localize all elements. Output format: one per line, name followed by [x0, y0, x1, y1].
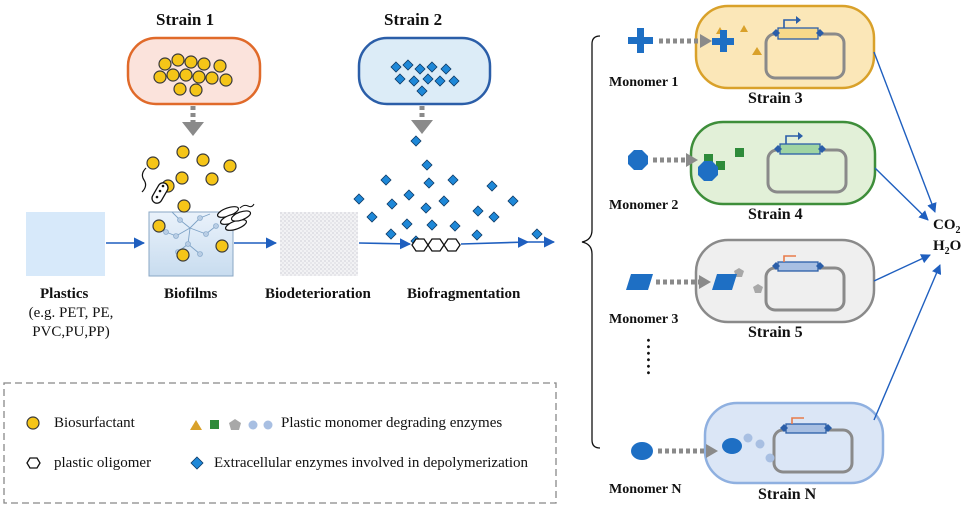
strain2-label: Strain 2 — [384, 10, 443, 29]
continuation-dots: ...... — [643, 338, 663, 377]
product-arrows — [873, 51, 942, 421]
monomer1-internal-icon — [712, 30, 734, 52]
biodeterioration-label: Biodeterioration — [265, 286, 371, 302]
monomern-uptake-arrow — [658, 444, 718, 458]
monomer3-uptake-arrow — [656, 275, 711, 289]
legend-monomer-enzyme-icons — [190, 419, 273, 430]
strain5-label: Strain 5 — [748, 324, 803, 341]
h2o-subscript: 2 — [944, 246, 950, 257]
strainn-label: Strain N — [758, 486, 817, 503]
monomer2-label: Monomer 2 — [609, 198, 679, 213]
co2-label: CO2 — [933, 217, 961, 236]
h2o-o: O — [949, 238, 962, 254]
biodeterioration-block — [280, 212, 358, 276]
strain3-cell — [694, 4, 876, 90]
plastics-examples-line1: (e.g. PET, PE, — [28, 305, 114, 321]
oligomer-hexagons — [411, 238, 461, 252]
legend-biosurfactant-label: Biosurfactant — [54, 415, 135, 431]
monomern-internal-icon — [722, 438, 742, 454]
monomer3-internal-icon — [712, 274, 737, 290]
legend-oligomer-label: plastic oligomer — [54, 455, 152, 471]
monomer2-icon — [628, 150, 648, 170]
h2o-label: H2O — [933, 238, 961, 257]
biofilm-block — [148, 199, 234, 277]
legend-oligomer-icon — [26, 457, 41, 469]
strain1-secretion-arrow — [182, 106, 204, 136]
strain2-secretion-arrow — [411, 106, 433, 134]
co2-subscript: 2 — [955, 225, 961, 236]
legend-extracellular-icon — [190, 456, 204, 470]
scattered-enzymes — [353, 135, 543, 247]
bacteria-icon — [141, 167, 255, 231]
biofilms-label: Biofilms — [164, 286, 218, 302]
monomer3-icon — [626, 274, 653, 290]
monomer2-uptake-arrow — [653, 153, 698, 167]
monomer1-label: Monomer 1 — [609, 75, 679, 90]
strainn-cell — [703, 401, 885, 485]
monomer1-icon — [628, 28, 653, 53]
brace — [581, 35, 601, 449]
h2o-h: H — [933, 238, 945, 254]
strain1-label: Strain 1 — [156, 10, 215, 29]
legend-monomer-enzymes-label: Plastic monomer degrading enzymes — [281, 415, 503, 431]
strain4-cell — [689, 120, 877, 206]
plastics-label: Plastics — [40, 286, 89, 302]
monomern-label: Monomer N — [609, 482, 682, 497]
monomer2-internal-icon — [698, 161, 718, 181]
monomer3-label: Monomer 3 — [609, 312, 679, 327]
co2-text: CO — [933, 217, 956, 233]
monomern-icon — [631, 442, 653, 460]
legend-biosurfactant-icon — [26, 416, 40, 430]
strain3-label: Strain 3 — [748, 90, 803, 107]
biofragmentation-label: Biofragmentation — [407, 286, 521, 302]
monomer1-uptake-arrow — [659, 34, 712, 48]
plastics-examples-line2: PVC,PU,PP) — [32, 324, 110, 340]
legend-extracellular-label: Extracellular enzymes involved in depoly… — [214, 455, 529, 471]
strain1-cell — [126, 36, 262, 106]
legend-box — [3, 382, 557, 504]
strain2-cell — [357, 36, 492, 106]
strain4-label: Strain 4 — [748, 206, 803, 223]
plastic-block — [26, 212, 105, 276]
